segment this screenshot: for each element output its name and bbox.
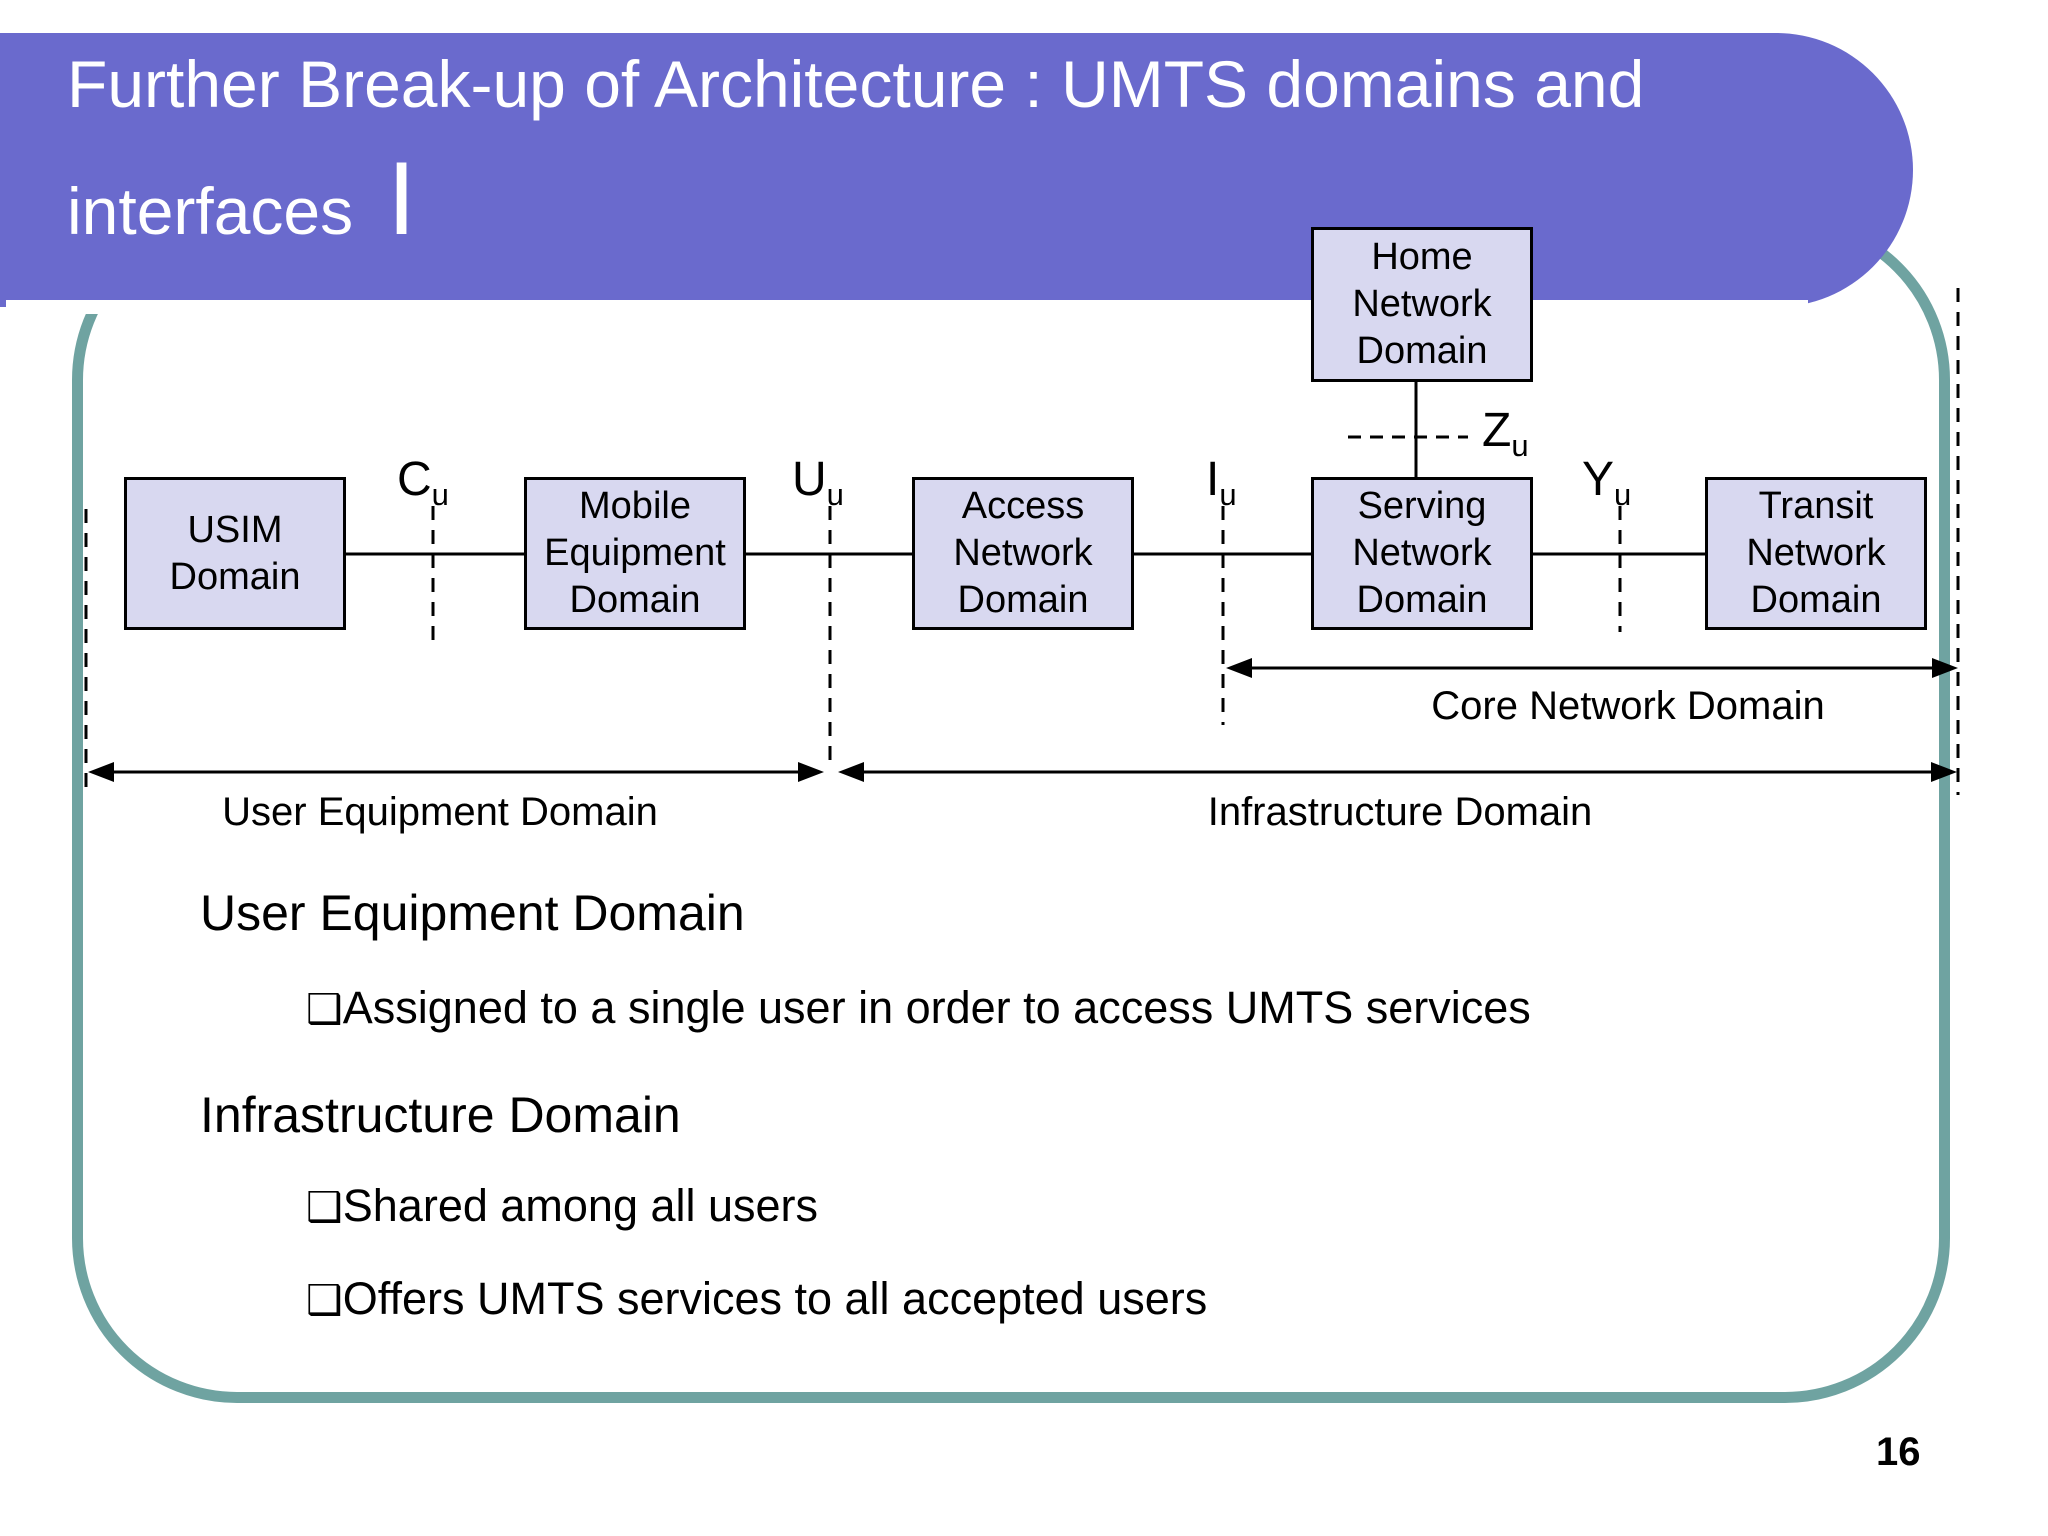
home-network-domain-label: Home Network Domain bbox=[1352, 236, 1492, 372]
bullet-text: Shared among all users bbox=[342, 1180, 819, 1231]
yu-interface-label: Yu bbox=[1582, 452, 1631, 513]
serving-network-domain-label: Serving Network Domain bbox=[1352, 485, 1492, 621]
iu-subscript: u bbox=[1219, 477, 1237, 512]
iu-letter: I bbox=[1206, 453, 1220, 506]
transit-network-domain-box: Transit Network Domain bbox=[1705, 477, 1927, 630]
bullet-square-icon: ❑ bbox=[306, 1184, 343, 1230]
home-network-domain-box: Home Network Domain bbox=[1311, 227, 1533, 382]
cu-interface-label: Cu bbox=[397, 452, 449, 513]
yu-subscript: u bbox=[1614, 477, 1632, 512]
uu-interface-label: Uu bbox=[792, 452, 844, 513]
infrastructure-domain-span-label: Infrastructure Domain bbox=[1207, 790, 1593, 834]
usim-domain-label: USIM Domain bbox=[169, 508, 301, 598]
iu-interface-label: Iu bbox=[1206, 452, 1237, 513]
yu-letter: Y bbox=[1582, 453, 1615, 506]
bullet-square-icon: ❑ bbox=[306, 1277, 343, 1323]
bullet-text: Assigned to a single user in order to ac… bbox=[342, 982, 1531, 1033]
zu-interface-label: Zu bbox=[1482, 403, 1529, 464]
access-network-domain-label: Access Network Domain bbox=[953, 485, 1093, 621]
slide-title-line2-text: interfaces bbox=[67, 174, 354, 248]
title-underline bbox=[6, 300, 1808, 314]
slide-title-line1: Further Break-up of Architecture : UMTS … bbox=[67, 47, 1645, 121]
slide-title-line2: interfaces I bbox=[67, 140, 416, 259]
mobile-equipment-domain-label: Mobile Equipment Domain bbox=[544, 485, 726, 621]
uu-letter: U bbox=[792, 453, 827, 506]
core-network-domain-span-label: Core Network Domain bbox=[1431, 684, 1825, 728]
bullet-shared-among-users: ❑Shared among all users bbox=[306, 1180, 818, 1232]
transit-network-domain-label: Transit Network Domain bbox=[1746, 485, 1886, 621]
heading-infrastructure-domain: Infrastructure Domain bbox=[200, 1087, 681, 1143]
heading-user-equipment-domain: User Equipment Domain bbox=[200, 885, 745, 941]
user-equipment-domain-span-label: User Equipment Domain bbox=[222, 790, 658, 834]
zu-subscript: u bbox=[1511, 428, 1529, 463]
slide-title-roman-numeral: I bbox=[387, 141, 417, 257]
mobile-equipment-domain-box: Mobile Equipment Domain bbox=[524, 477, 746, 630]
bullet-square-icon: ❑ bbox=[306, 986, 343, 1032]
cu-subscript: u bbox=[431, 477, 449, 512]
serving-network-domain-box: Serving Network Domain bbox=[1311, 477, 1533, 630]
bullet-assigned-single-user: ❑Assigned to a single user in order to a… bbox=[306, 982, 1531, 1034]
page-number: 16 bbox=[1876, 1430, 1921, 1474]
access-network-domain-box: Access Network Domain bbox=[912, 477, 1134, 630]
uu-subscript: u bbox=[826, 477, 844, 512]
zu-letter: Z bbox=[1482, 404, 1512, 457]
bullet-text: Offers UMTS services to all accepted use… bbox=[342, 1273, 1208, 1324]
bullet-offers-umts-services: ❑Offers UMTS services to all accepted us… bbox=[306, 1273, 1207, 1325]
usim-domain-box: USIM Domain bbox=[124, 477, 346, 630]
cu-letter: C bbox=[397, 453, 432, 506]
